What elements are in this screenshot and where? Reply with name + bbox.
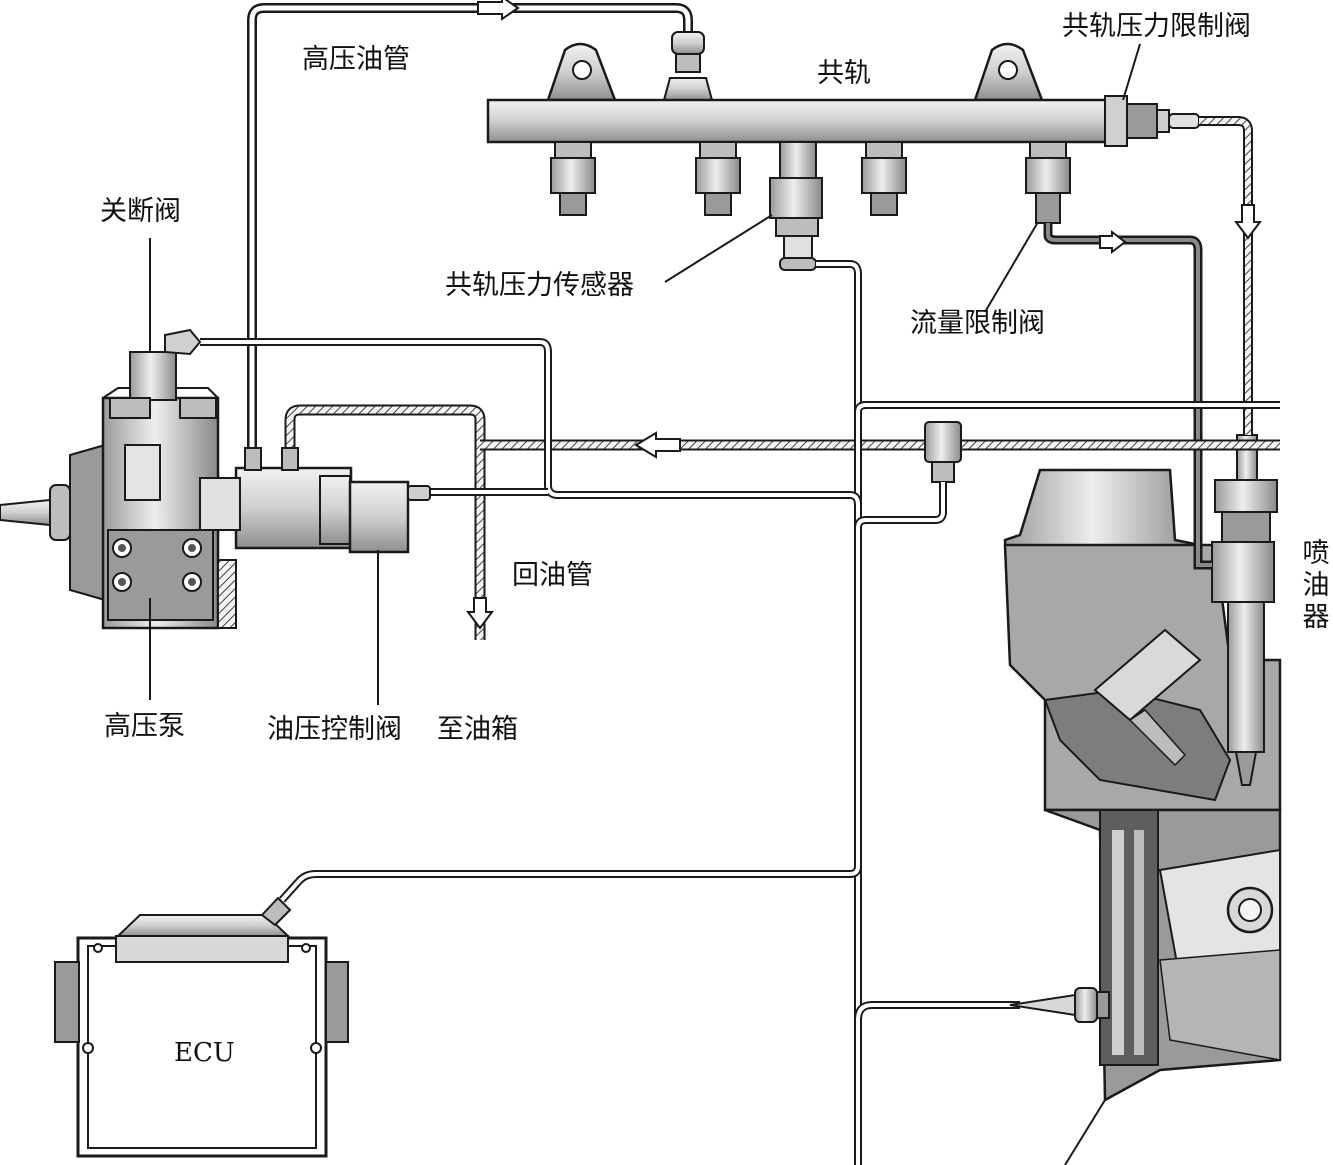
- leader-flow-limit: [984, 221, 1039, 313]
- label-ecu: ECU: [174, 1038, 235, 1068]
- ecu-unit: [54, 896, 349, 1158]
- high-pressure-pipe: [247, 3, 693, 455]
- flow-limit-valve: [1025, 141, 1071, 224]
- return-pipe: [284, 404, 1280, 640]
- crank-sensor-wire: [854, 1001, 1020, 1021]
- label-return-pipe: 回油管: [512, 560, 593, 591]
- label-common-rail: 共轨: [817, 58, 871, 89]
- sensor-wire: [816, 260, 862, 1165]
- injector-wire: [854, 401, 1280, 420]
- shutoff-valve: [109, 328, 217, 419]
- rail-outlet-3: [861, 141, 907, 216]
- label-flow-limit-valve: 流量限制阀: [910, 308, 1045, 339]
- label-rail-pressure-sensor: 共轨压力传感器: [445, 270, 634, 301]
- flow-arrow-injector-feed: [1099, 229, 1127, 255]
- rail-pressure-sensor: [769, 141, 823, 271]
- leader-lines: [149, 43, 1141, 705]
- shutoff-valve-wire: [200, 338, 862, 506]
- rail-limit-return-pipe: [1199, 116, 1253, 435]
- rail-outlet-1: [550, 141, 596, 216]
- label-high-pressure-pipe: 高压油管: [302, 44, 410, 75]
- injector-feed-pipe: [1043, 223, 1212, 570]
- label-high-pressure-pump: 高压泵: [104, 711, 185, 742]
- common-rail: [486, 31, 1200, 147]
- injector: [1211, 434, 1278, 786]
- oil-pressure-control-valve: [319, 475, 431, 554]
- label-injector: 喷油器: [1302, 538, 1330, 633]
- engine-block: [1003, 468, 1282, 1165]
- label-shutoff-valve: 关断阀: [100, 196, 181, 227]
- flow-arrow-to-tank: [466, 597, 494, 630]
- leader-rail-limit: [1122, 43, 1141, 101]
- label-rail-pressure-limit-valve: 共轨压力限制阀: [1062, 11, 1251, 42]
- leader-rail-sensor: [664, 214, 773, 283]
- label-oil-pressure-control-valve: 油压控制阀: [267, 714, 402, 745]
- return-sensor-wire: [854, 482, 947, 529]
- ecu-wire: [279, 865, 862, 903]
- return-line-sensor: [924, 421, 962, 483]
- label-to-tank: 至油箱: [437, 714, 518, 745]
- flow-arrow-hp: [477, 0, 520, 21]
- rail-outlet-2: [695, 141, 741, 216]
- high-pressure-pump: [0, 387, 353, 630]
- flow-arrow-rail-limit: [1234, 204, 1262, 240]
- crank-sensor: [1009, 987, 1110, 1023]
- flow-arrow-return: [634, 431, 681, 459]
